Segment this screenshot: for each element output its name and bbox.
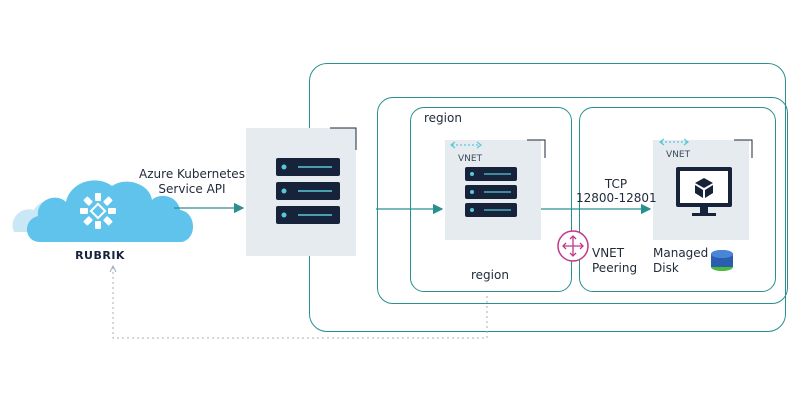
cube-icon xyxy=(695,178,713,198)
vnet-left-corner-line xyxy=(527,139,546,158)
monitor-icon xyxy=(676,167,732,216)
vnet-left-connector-icon xyxy=(450,141,482,149)
region-left-box xyxy=(410,107,572,292)
vnet-peering-boundary xyxy=(377,97,788,304)
aks-label-line1: Azure Kubernetes xyxy=(139,167,245,181)
managed-disk-label-line2: Disk xyxy=(653,261,679,275)
aks-label-line2: Service API xyxy=(158,182,226,196)
vnet-left-label: VNET xyxy=(458,154,483,164)
vnet-right-corner-line xyxy=(734,139,753,158)
tcp-ports-label: 12800-12801 xyxy=(576,191,657,205)
vnet-right-connector-icon xyxy=(659,138,689,146)
vnet-left-server-stack-icon xyxy=(465,167,517,217)
aks-server-stack-icon xyxy=(276,158,340,224)
rubrik-brand-label: RUBRIK xyxy=(75,249,125,262)
rubrik-logo-icon xyxy=(80,193,116,229)
dotted-return-path xyxy=(112,267,488,339)
region-left-bottom-label: region xyxy=(471,268,509,282)
region-right-box xyxy=(579,107,776,292)
aks-panel-corner-line xyxy=(330,127,357,150)
tcp-label: TCP xyxy=(604,177,628,191)
managed-disk-label-line1: Managed xyxy=(653,246,709,260)
region-left-top-label: region xyxy=(424,111,462,125)
return-path-arrowhead xyxy=(109,264,117,273)
vnet-peering-label-line1: VNET xyxy=(592,246,625,260)
vnet-peering-label-line2: Peering xyxy=(592,261,638,275)
vnet-peering-icon xyxy=(557,230,589,262)
vnet-right-label: VNET xyxy=(666,150,691,160)
managed-disk-icon xyxy=(711,250,733,271)
